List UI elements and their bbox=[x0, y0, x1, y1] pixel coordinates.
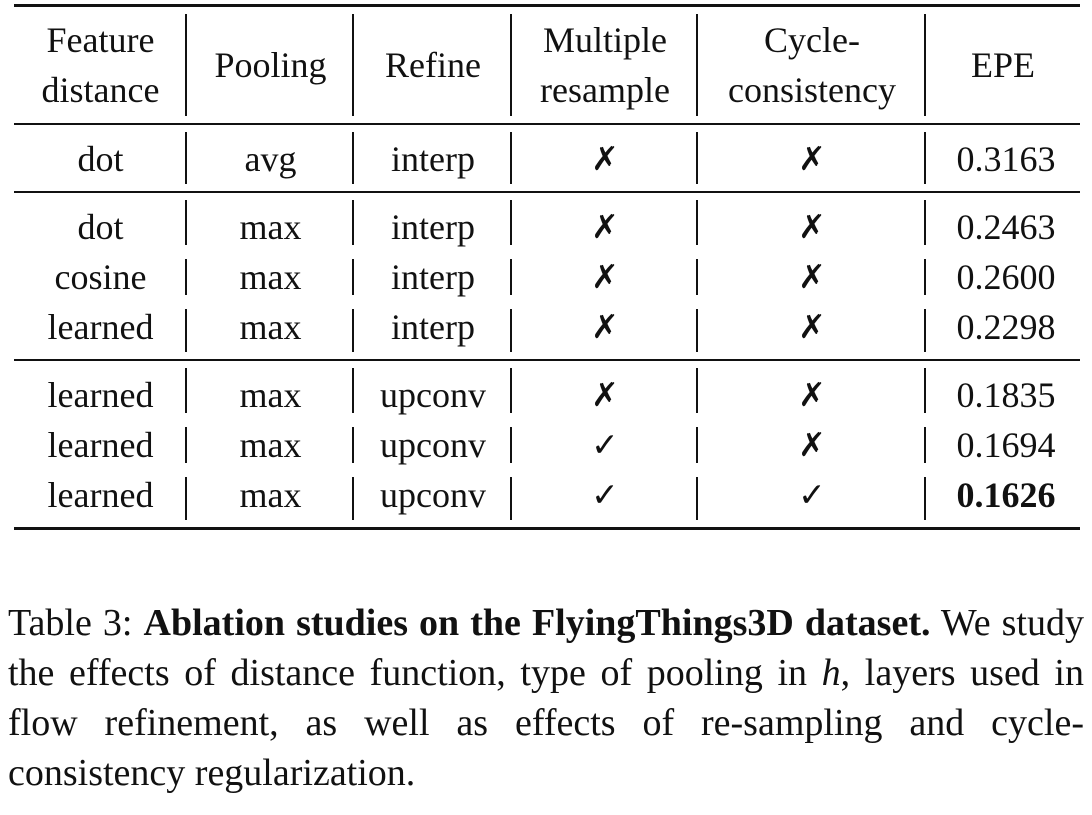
cell-feature-distance: dot bbox=[14, 124, 187, 193]
cell-refine: upconv bbox=[354, 470, 512, 530]
cell-pooling: avg bbox=[187, 124, 354, 193]
cell-cycle-consistency: ✗ bbox=[698, 124, 926, 193]
header-line: Multiple bbox=[543, 20, 667, 60]
header-line: distance bbox=[41, 70, 160, 110]
header-pooling: Pooling bbox=[187, 4, 354, 125]
cell-multiple-resample: ✓ bbox=[512, 470, 698, 530]
ablation-table-container: Feature distance Pooling Refine Multiple resa… bbox=[14, 4, 1080, 530]
cell-cycle-consistency: ✗ bbox=[698, 252, 926, 302]
cell-refine: interp bbox=[354, 192, 512, 252]
ablation-table: Feature distance Pooling Refine Multiple resa… bbox=[14, 4, 1080, 530]
cell-multiple-resample: ✓ bbox=[512, 420, 698, 470]
header-multiple-resample: Multiple resample bbox=[512, 4, 698, 125]
header-line: EPE bbox=[970, 45, 1035, 85]
cell-cycle-consistency: ✓ bbox=[698, 470, 926, 530]
cell-cycle-consistency: ✗ bbox=[698, 192, 926, 252]
cell-feature-distance: cosine bbox=[14, 252, 187, 302]
cell-feature-distance: learned bbox=[14, 302, 187, 361]
cell-cycle-consistency: ✗ bbox=[698, 420, 926, 470]
caption-text-before: We study the effects of distance functio… bbox=[8, 602, 1084, 694]
cell-refine: interp bbox=[354, 302, 512, 361]
header-cycle-consistency: Cycle-consistency bbox=[698, 4, 926, 125]
caption-text-after: , layers used in flow refinement, as wel… bbox=[8, 652, 1084, 794]
header-line: Feature bbox=[46, 20, 155, 60]
caption-math-symbol: h bbox=[821, 652, 841, 694]
table-caption: Table 3: Ablation studies on the FlyingT… bbox=[8, 598, 1084, 798]
cell-epe: 0.1626 bbox=[926, 470, 1080, 530]
cell-feature-distance: learned bbox=[14, 420, 187, 470]
cell-multiple-resample: ✗ bbox=[512, 360, 698, 420]
header-refine: Refine bbox=[354, 4, 512, 125]
cell-multiple-resample: ✗ bbox=[512, 252, 698, 302]
header-line: Refine bbox=[385, 45, 481, 85]
cell-epe: 0.2600 bbox=[956, 257, 1056, 297]
cell-multiple-resample: ✗ bbox=[512, 124, 698, 193]
cell-epe: 0.2463 bbox=[956, 207, 1056, 247]
cell-pooling: max bbox=[187, 470, 354, 530]
cell-refine: interp bbox=[354, 252, 512, 302]
cell-epe: 0.1835 bbox=[956, 375, 1056, 415]
cell-cycle-consistency: ✗ bbox=[698, 302, 926, 361]
header-line: Pooling bbox=[214, 45, 327, 85]
cell-refine: upconv bbox=[354, 420, 512, 470]
cell-feature-distance: dot bbox=[14, 192, 187, 252]
header-line: Cycle- bbox=[764, 20, 860, 60]
cell-feature-distance: learned bbox=[14, 360, 187, 420]
cell-pooling: max bbox=[187, 192, 354, 252]
header-line: resample bbox=[540, 70, 670, 110]
cell-cycle-consistency: ✗ bbox=[698, 360, 926, 420]
cell-pooling: max bbox=[187, 302, 354, 361]
cell-feature-distance: learned bbox=[14, 470, 187, 530]
cell-epe: 0.3163 bbox=[926, 124, 1080, 193]
cell-pooling: max bbox=[187, 420, 354, 470]
cell-pooling: max bbox=[187, 252, 354, 302]
cell-multiple-resample: ✗ bbox=[512, 302, 698, 361]
header-epe: EPE bbox=[926, 4, 1080, 125]
caption-title: Ablation studies on the FlyingThings3D d… bbox=[143, 602, 931, 644]
cell-epe: 0.2298 bbox=[926, 302, 1080, 361]
cell-refine: upconv bbox=[354, 360, 512, 420]
header-feature-distance: Feature distance bbox=[14, 4, 187, 125]
cell-epe: 0.1694 bbox=[956, 425, 1056, 465]
cell-multiple-resample: ✗ bbox=[512, 192, 698, 252]
cell-refine: interp bbox=[354, 124, 512, 193]
table-header-row: Feature distance Pooling Refine Multiple resa… bbox=[14, 4, 1080, 125]
caption-label: Table 3: bbox=[8, 602, 133, 644]
cell-pooling: max bbox=[187, 360, 354, 420]
header-line: consistency bbox=[728, 70, 896, 110]
